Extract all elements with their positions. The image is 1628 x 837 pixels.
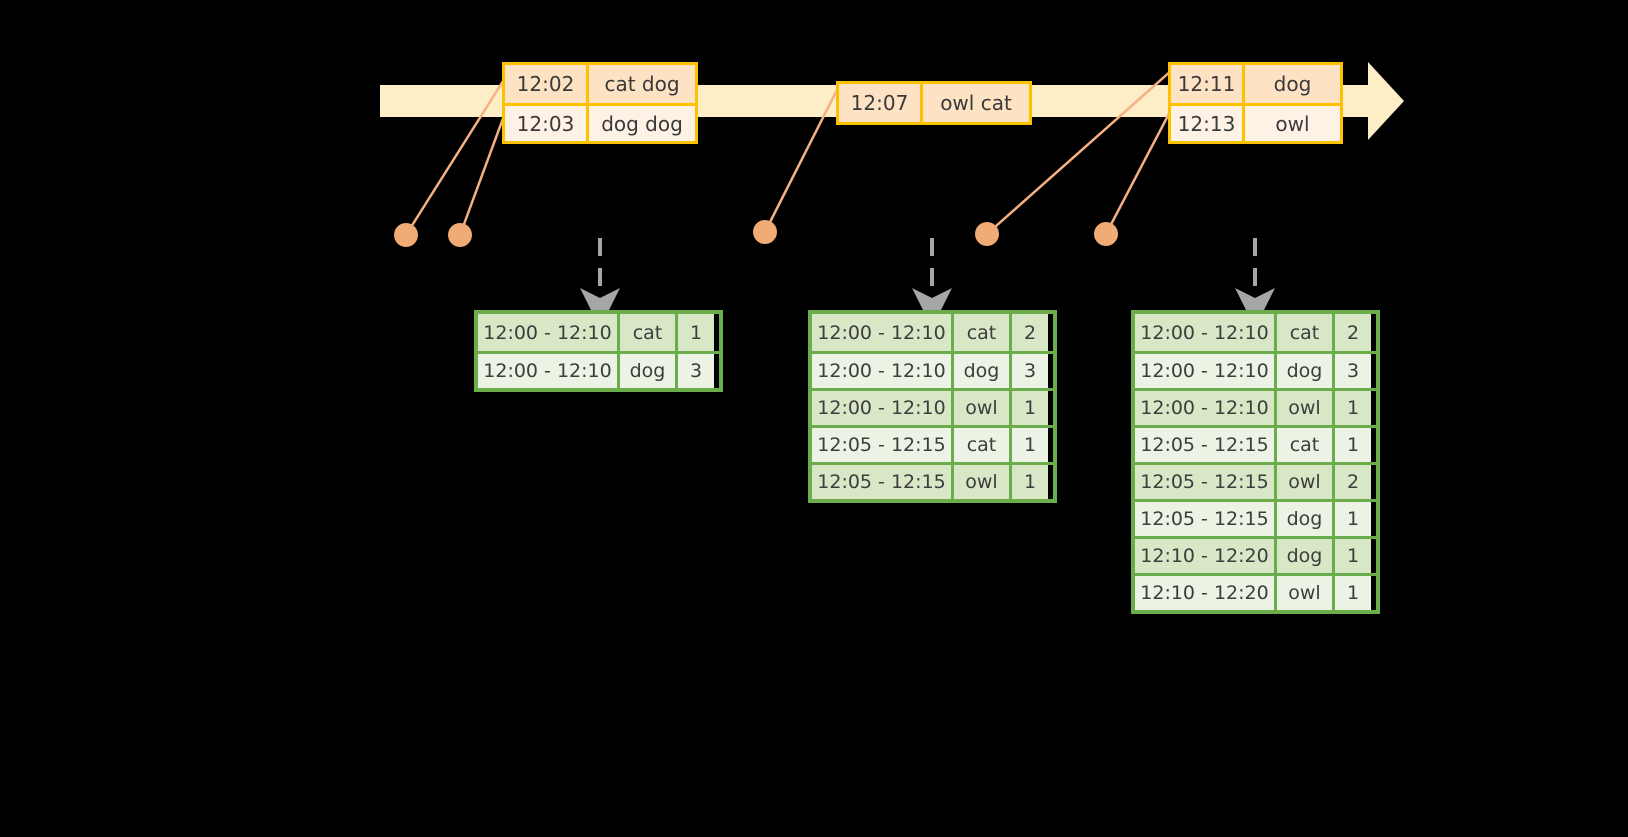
window-cell: 12:05 - 12:15 bbox=[1135, 502, 1277, 536]
count-cell: 1 bbox=[1012, 465, 1048, 499]
word-cell: dog bbox=[1277, 539, 1335, 573]
window-cell: 12:05 - 12:15 bbox=[812, 465, 954, 499]
word-cell: owl bbox=[954, 465, 1012, 499]
window-cell: 12:10 - 12:20 bbox=[1135, 576, 1277, 610]
window-cell: 12:00 - 12:10 bbox=[1135, 354, 1277, 388]
count-cell: 1 bbox=[678, 314, 714, 351]
event-marker-3[interactable] bbox=[753, 220, 777, 244]
count-cell: 1 bbox=[1335, 391, 1371, 425]
connector-line-5 bbox=[1104, 107, 1174, 235]
window-cell: 12:00 - 12:10 bbox=[1135, 314, 1277, 351]
word-cell: dog bbox=[1277, 354, 1335, 388]
window-cell: 12:05 - 12:15 bbox=[812, 428, 954, 462]
count-cell: 1 bbox=[1335, 502, 1371, 536]
event-words: dog dog bbox=[589, 106, 695, 141]
count-cell: 1 bbox=[1335, 428, 1371, 462]
window-cell: 12:00 - 12:10 bbox=[812, 314, 954, 351]
word-cell: cat bbox=[1277, 428, 1335, 462]
count-cell: 1 bbox=[1335, 576, 1371, 610]
count-cell: 3 bbox=[1335, 354, 1371, 388]
word-cell: dog bbox=[954, 354, 1012, 388]
event-marker-2[interactable] bbox=[448, 223, 472, 247]
count-cell: 3 bbox=[1012, 354, 1048, 388]
event-words: owl bbox=[1245, 106, 1340, 141]
timeline-arrowhead-icon bbox=[1368, 62, 1404, 140]
word-cell: cat bbox=[1277, 314, 1335, 351]
window-cell: 12:00 - 12:10 bbox=[812, 354, 954, 388]
count-cell: 1 bbox=[1012, 428, 1048, 462]
count-cell: 3 bbox=[678, 354, 714, 388]
event-time: 12:13 bbox=[1171, 106, 1245, 141]
word-cell: dog bbox=[620, 354, 678, 388]
count-cell: 1 bbox=[1335, 539, 1371, 573]
window-cell: 12:05 - 12:15 bbox=[1135, 465, 1277, 499]
word-cell: dog bbox=[1277, 502, 1335, 536]
event-marker-5[interactable] bbox=[1094, 222, 1118, 246]
count-cell: 1 bbox=[1012, 391, 1048, 425]
event-marker-4[interactable] bbox=[975, 222, 999, 246]
event-words: dog bbox=[1245, 65, 1340, 103]
connector-line-2 bbox=[458, 104, 510, 236]
window-cell: 12:05 - 12:15 bbox=[1135, 428, 1277, 462]
event-words: cat dog bbox=[589, 65, 695, 103]
event-time: 12:02 bbox=[505, 65, 589, 103]
event-time: 12:07 bbox=[839, 84, 923, 122]
word-cell: owl bbox=[1277, 465, 1335, 499]
count-cell: 2 bbox=[1335, 314, 1371, 351]
word-cell: cat bbox=[954, 428, 1012, 462]
window-cell: 12:00 - 12:10 bbox=[1135, 391, 1277, 425]
event-words: owl cat bbox=[923, 84, 1029, 122]
count-cell: 2 bbox=[1335, 465, 1371, 499]
word-cell: cat bbox=[620, 314, 678, 351]
word-cell: owl bbox=[954, 391, 1012, 425]
window-cell: 12:00 - 12:10 bbox=[812, 391, 954, 425]
count-cell: 2 bbox=[1012, 314, 1048, 351]
event-marker-1[interactable] bbox=[394, 223, 418, 247]
word-cell: owl bbox=[1277, 391, 1335, 425]
event-time: 12:03 bbox=[505, 106, 589, 141]
window-cell: 12:00 - 12:10 bbox=[478, 314, 620, 351]
event-time: 12:11 bbox=[1171, 65, 1245, 103]
word-cell: owl bbox=[1277, 576, 1335, 610]
window-cell: 12:10 - 12:20 bbox=[1135, 539, 1277, 573]
word-cell: cat bbox=[954, 314, 1012, 351]
window-cell: 12:00 - 12:10 bbox=[478, 354, 620, 388]
